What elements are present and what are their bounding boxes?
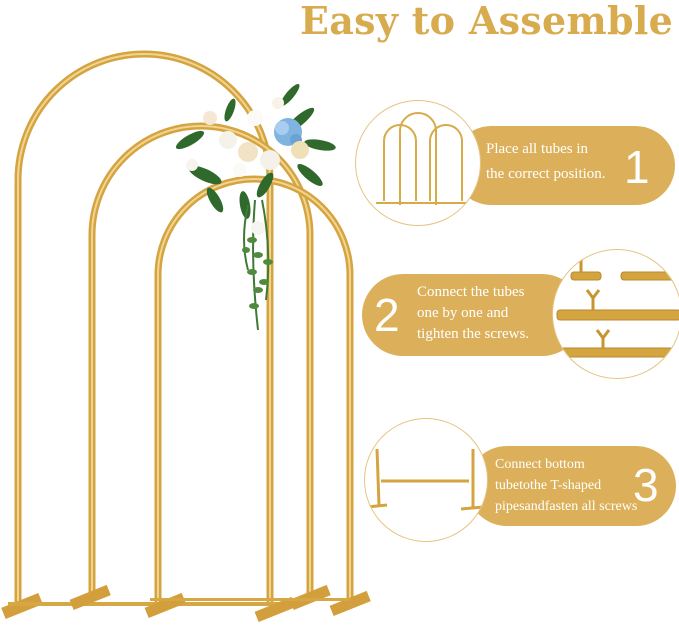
step-1-number: 1 — [624, 141, 650, 193]
step-2-banner: 2 Connect the tubes one by one and tight… — [362, 274, 583, 356]
step-1-line-1: Place all tubes in — [486, 141, 589, 157]
flower-arrangement — [175, 83, 336, 331]
step-1-banner: Place all tubes in the correct position.… — [452, 126, 675, 205]
step-2-diagram — [552, 249, 679, 379]
step-2-line-3: tighten the screws. — [417, 326, 530, 342]
step-3-banner: Connect bottom tubetothe T-shaped pipesa… — [467, 446, 676, 526]
t-base-icon — [366, 448, 484, 511]
step-3-line-2: tubetothe T-shaped — [495, 478, 602, 493]
step-2-line-2: one by one and — [417, 305, 509, 321]
arch-feet — [1, 584, 371, 623]
step-2-number: 2 — [374, 289, 400, 341]
mini-arches-icon — [376, 112, 468, 205]
step-3-diagram — [364, 418, 488, 542]
step-1-line-2: the correct position. — [486, 166, 606, 182]
page-title: Easy to Assemble — [300, 0, 674, 43]
step-3-number: 3 — [633, 459, 659, 511]
step-2-line-1: Connect the tubes — [417, 284, 525, 300]
step-1-diagram — [355, 100, 481, 226]
step-3-line-3: pipesandfasten all screws — [495, 499, 638, 514]
tube-connector-icon — [553, 252, 679, 358]
step-3-line-1: Connect bottom — [495, 457, 585, 472]
